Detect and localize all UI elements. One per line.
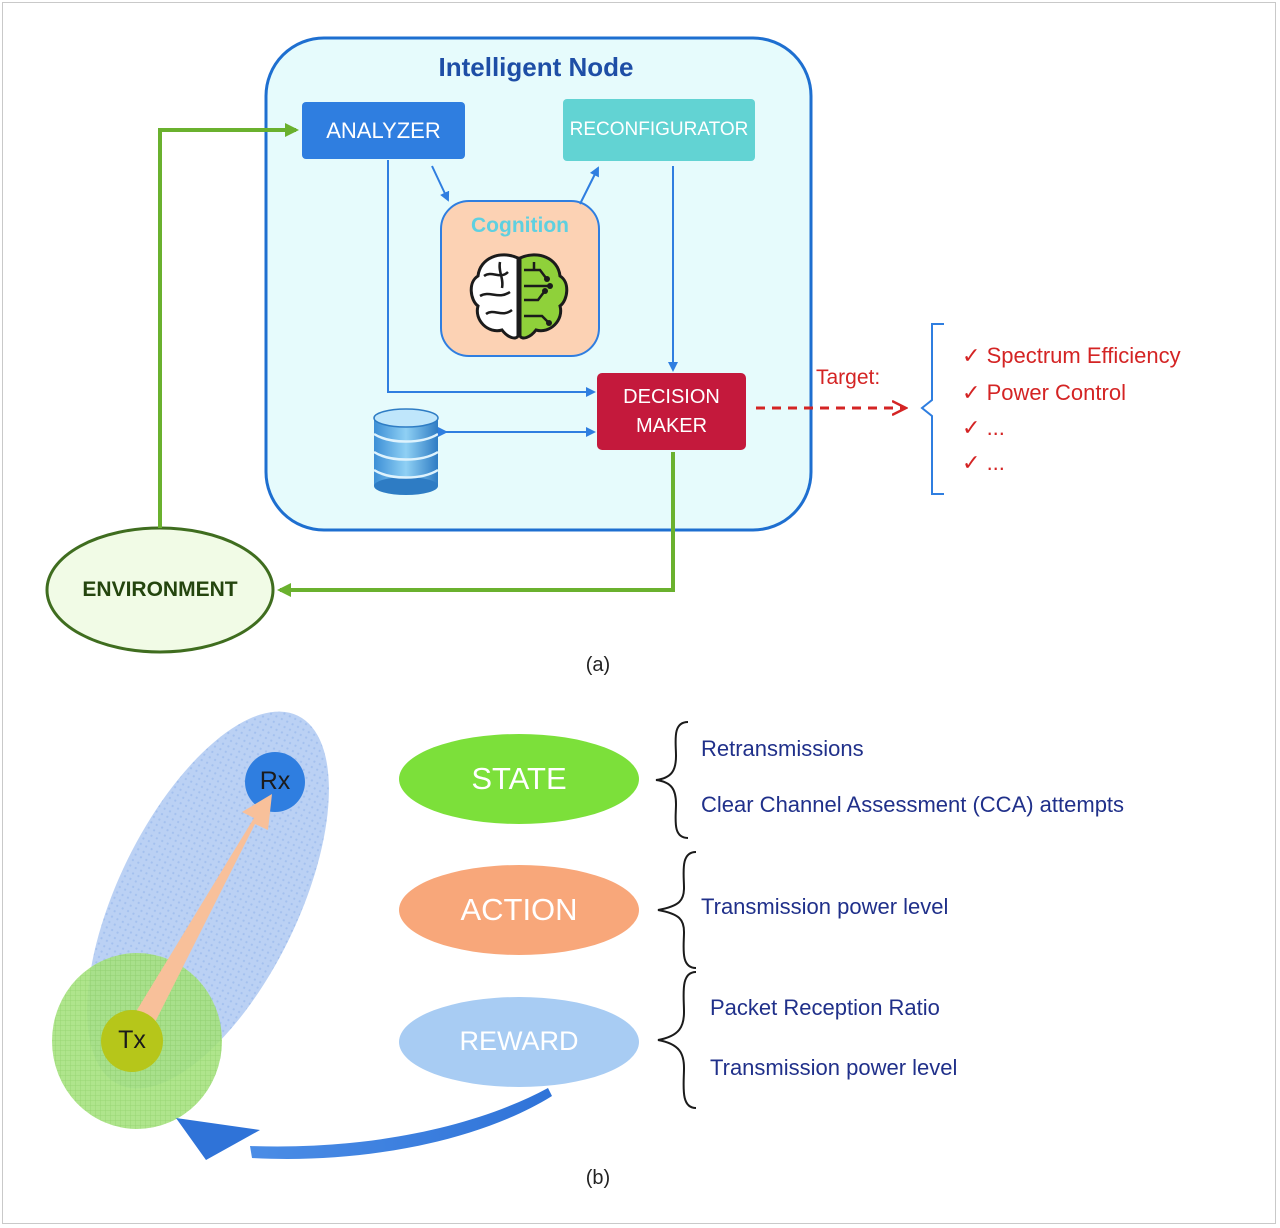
rx-label: Rx [259,767,291,795]
cognition-to-reconfigurator-arrow [579,166,599,205]
action-brace [657,851,697,969]
state-ellipse [399,734,639,824]
check-icon: ✓ [962,343,981,368]
tx-label: Tx [118,1026,146,1054]
reward-label: REWARD [459,1026,579,1056]
reward-item-2: Transmission power level [710,1055,958,1080]
reconfigurator-label: RECONFIGURATOR [569,119,749,140]
target-item-text: Power Control [986,380,1126,405]
caption-a: (a) [585,654,611,676]
target-item-text: ... [986,415,1005,440]
intelligent-node-title: Intelligent Node [438,52,634,82]
state-label: STATE [471,761,567,796]
reward-ellipse [399,997,639,1087]
state-brace [655,721,689,839]
state-item-2: Clear Channel Assessment (CCA) attempts [701,792,1125,817]
rx-node [245,752,305,812]
reconfigurator-box [563,99,755,161]
target-item-4: ✓ ... [962,450,1005,476]
target-item-3: ✓ ... [962,415,1005,441]
target-item-text: Spectrum Efficiency [986,343,1181,368]
caption-b: (b) [585,1167,611,1189]
state-item-1: Retransmissions [701,736,864,761]
reward-brace [657,971,697,1109]
target-item-1: ✓ Spectrum Efficiency [962,343,1181,369]
analyzer-label: ANALYZER [326,117,441,143]
decision-to-environment-arrow [277,452,675,597]
brain-icon [469,253,569,340]
reward-feedback-arrow [250,1088,552,1159]
action-ellipse [399,865,639,955]
environment-to-analyzer-arrow [158,123,299,528]
cognition-label: Cognition [471,214,569,237]
environment-label: ENVIRONMENT [82,578,238,601]
action-label: ACTION [460,892,578,927]
decision-maker-box [597,373,746,450]
action-item-1: Transmission power level [701,894,949,919]
database-icon [373,408,439,495]
target-item-2: ✓ Power Control [962,380,1126,406]
decision-maker-label: DECISION MAKER [597,373,746,450]
target-label: Target: [816,366,881,389]
reward-item-1: Packet Reception Ratio [710,995,940,1020]
decision-maker-line1: DECISION [623,385,720,408]
check-icon: ✓ [962,450,981,475]
target-item-text: ... [986,450,1005,475]
check-icon: ✓ [962,380,981,405]
reward-feedback-arrowhead [176,1118,260,1160]
analyzer-to-decision-arrow [387,160,596,397]
target-brace [920,323,944,495]
analyzer-to-cognition-arrow [431,165,450,202]
check-icon: ✓ [962,415,981,440]
tx-rx-link-arrow [126,794,272,1044]
decision-maker-line2: MAKER [635,414,708,437]
tx-node [101,1010,163,1072]
analyzer-box [302,102,465,159]
